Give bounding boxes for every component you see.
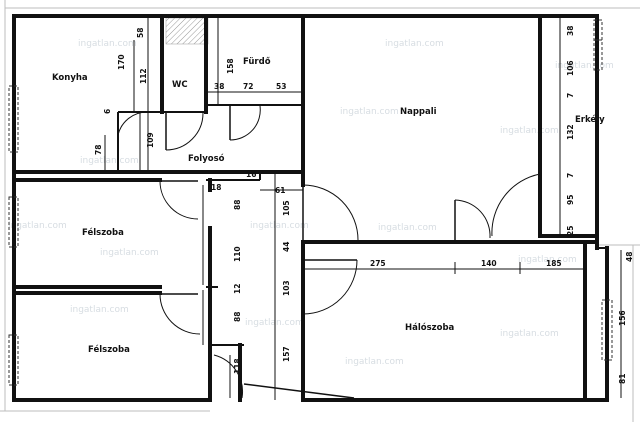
doors — [117, 105, 541, 399]
dimension-label: 170 — [117, 54, 126, 70]
dimension-label: 48 — [625, 252, 634, 262]
watermark: ingatlan.com — [250, 221, 309, 231]
windows — [8, 19, 613, 386]
dimension-label: 6 — [103, 109, 112, 114]
dimension-label: 81 — [618, 374, 627, 384]
watermark: ingatlan.com — [245, 318, 304, 328]
dimension-label: 88 — [233, 200, 242, 210]
dimension-label: 275 — [370, 259, 386, 268]
dimension-label: 44 — [282, 242, 291, 252]
room-label-felszoba: Félszoba — [82, 227, 124, 238]
dimension-label: 72 — [243, 82, 253, 91]
dimension-label: 38 — [566, 26, 575, 36]
dimension-lines — [104, 18, 622, 400]
dimension-label: 106 — [566, 60, 575, 76]
dimension-label: 58 — [136, 28, 145, 38]
watermark: ingatlan.com — [518, 255, 577, 265]
dimension-label: 110 — [233, 246, 242, 262]
dimension-label: 7 — [566, 93, 575, 98]
dimension-label: 105 — [282, 200, 291, 216]
dimension-label: 7 — [566, 173, 575, 178]
room-label-haloszoba: Hálószoba — [405, 322, 455, 333]
dimension-label: 61 — [275, 186, 285, 195]
watermark: ingatlan.com — [385, 39, 444, 49]
dimension-label: 140 — [481, 259, 497, 268]
dimension-label: 18 — [211, 183, 221, 192]
watermark: ingatlan.com — [8, 221, 67, 231]
dimension-label: 16 — [246, 170, 256, 179]
dimension-label: 132 — [566, 124, 575, 140]
room-label-furdo: Fürdő — [243, 57, 271, 67]
dimension-label: 12 — [233, 284, 242, 294]
room-label-nappali: Nappali — [400, 107, 437, 117]
watermark: ingatlan.com — [78, 39, 137, 49]
watermark: ingatlan.com — [100, 248, 159, 258]
watermark: ingatlan.com — [555, 61, 614, 71]
room-label-felszoba: Félszoba — [88, 344, 130, 355]
dimension-label: 78 — [94, 145, 103, 155]
dimension-label: 95 — [566, 195, 575, 205]
room-labels: Konyha WC Fürdő Nappali Erkély Folyosó F… — [52, 57, 605, 355]
watermark: ingatlan.com — [378, 223, 437, 233]
dimension-label: 53 — [276, 82, 286, 91]
dimension-label: 38 — [214, 82, 224, 91]
dimension-label: 118 — [233, 358, 242, 374]
watermark: ingatlan.com — [500, 126, 559, 136]
watermark: ingatlan.com — [70, 305, 129, 315]
dimension-label: 103 — [282, 280, 291, 296]
dimension-label: 112 — [139, 68, 148, 84]
dimension-label: 109 — [146, 132, 155, 148]
dimension-label: 156 — [618, 310, 627, 326]
dimension-label: 25 — [566, 226, 575, 236]
watermark: ingatlan.com — [80, 156, 139, 166]
watermark: ingatlan.com — [500, 329, 559, 339]
room-label-wc: WC — [172, 80, 188, 90]
dimension-label: 157 — [282, 346, 291, 362]
watermark: ingatlan.com — [345, 357, 404, 367]
watermark: ingatlan.com — [340, 107, 399, 117]
dimension-label: 88 — [233, 312, 242, 322]
room-label-erkely: Erkély — [575, 114, 605, 125]
dimension-labels: 58 170 112 158 38 72 53 6 109 78 38 106 … — [94, 26, 634, 384]
room-label-folyoso: Folyosó — [188, 153, 225, 164]
dimension-label: 185 — [546, 259, 562, 268]
dimension-label: 158 — [226, 58, 235, 74]
watermarks: ingatlan.com ingatlan.com ingatlan.com i… — [8, 39, 614, 367]
walls — [12, 14, 609, 402]
room-label-konyha: Konyha — [52, 73, 88, 83]
